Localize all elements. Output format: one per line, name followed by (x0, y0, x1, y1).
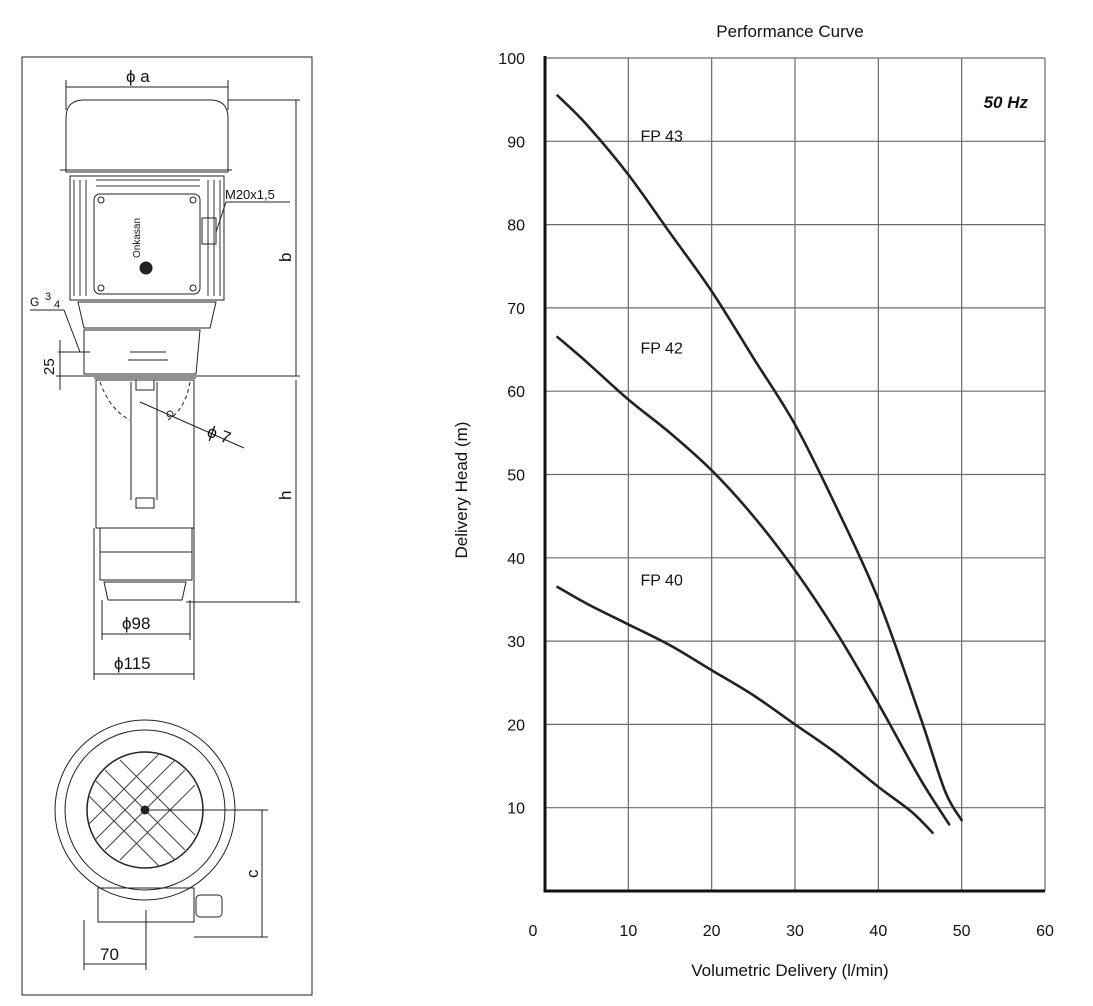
x-axis-label: Volumetric Delivery (l/min) (691, 961, 888, 980)
leader-line (63, 309, 81, 353)
screw-icon (97, 196, 105, 204)
x-tick-label: 20 (703, 923, 721, 940)
motor-flange (77, 301, 217, 329)
y-tick-label: 80 (507, 218, 525, 235)
hidden-line (99, 381, 131, 421)
hidden-line (167, 381, 191, 421)
x-tick-label: 0 (529, 923, 538, 940)
dim-label-g: G (30, 295, 39, 309)
shaft-collar (135, 497, 155, 509)
leader-line (215, 201, 227, 233)
series-line-fp-40 (556, 585, 934, 834)
screw-icon (97, 284, 105, 292)
chart-title: Performance Curve (716, 22, 863, 41)
screw-icon (189, 284, 197, 292)
dim-label-phi-a: ϕ a (126, 67, 150, 86)
impeller-housing (99, 527, 193, 581)
drawing-frame (21, 56, 313, 996)
shaft-collar (135, 379, 155, 391)
series-label-fp-42: FP 42 (640, 341, 683, 358)
series-line-fp-42 (556, 335, 951, 826)
dim-label-phi115: ϕ115 (114, 654, 151, 673)
dim-label-phi98: ϕ98 (122, 614, 150, 633)
performance-chart: Performance Curve 0 10 20 30 40 50 60 10 20 30 40… (452, 22, 1054, 980)
x-tick-label: 60 (1036, 923, 1054, 940)
x-tick-label: 30 (786, 923, 804, 940)
pump-dimension-drawing: Onkasan (21, 56, 313, 996)
x-tick-label: 40 (869, 923, 887, 940)
leader-line (139, 401, 245, 449)
brand-label: Onkasan (132, 218, 143, 258)
chart-grid (545, 57, 1046, 891)
motor-fins (73, 179, 221, 296)
x-tick-labels: 0 10 20 30 40 50 60 (529, 923, 1054, 940)
brand-logo-icon (139, 261, 153, 275)
pump-column (95, 379, 195, 529)
terminal-box (93, 193, 201, 295)
motor-fan-cover (65, 99, 229, 173)
hole-marker-icon (166, 410, 174, 418)
dim-label-70: 70 (100, 945, 119, 964)
dim-label-phi7: ϕ 7 (205, 422, 234, 448)
motor-body (69, 175, 225, 301)
fan-grille-pattern (87, 752, 196, 868)
chart-axes (543, 56, 1045, 893)
y-axis-label: Delivery Head (m) (452, 422, 471, 559)
pump-head (83, 329, 201, 375)
x-tick-label: 50 (953, 923, 971, 940)
y-tick-label: 40 (507, 551, 525, 568)
series-label-fp-43: FP 43 (640, 128, 683, 145)
suction-inlet (103, 581, 187, 601)
dim-label-h: h (276, 491, 295, 500)
y-tick-label: 90 (507, 134, 525, 151)
y-tick-label: 10 (507, 801, 525, 818)
series-label-fp-40: FP 40 (640, 572, 683, 589)
screw-icon (189, 196, 197, 204)
dim-label-b: b (276, 253, 295, 262)
dim-label-g-den: 4 (54, 299, 60, 311)
dim-label-25: 25 (41, 358, 58, 375)
y-tick-label: 20 (507, 717, 525, 734)
y-tick-label: 60 (507, 384, 525, 401)
dim-label-m20: M20x1,5 (225, 187, 275, 202)
series-line-fp-43 (556, 94, 963, 822)
cable-gland-top-view (195, 894, 223, 918)
dim-label-c: c (243, 869, 262, 878)
frequency-annotation: 50 Hz (984, 93, 1029, 112)
chart-series: FP 43 FP 42 FP 40 (556, 94, 963, 834)
fan-hub-icon (140, 805, 150, 815)
y-tick-label: 30 (507, 634, 525, 651)
y-tick-labels: 10 20 30 40 50 60 70 80 90 100 (498, 51, 525, 818)
y-tick-label: 70 (507, 301, 525, 318)
x-tick-label: 10 (619, 923, 637, 940)
y-tick-label: 50 (507, 468, 525, 485)
y-tick-label: 100 (498, 51, 525, 68)
dim-label-g-num: 3 (45, 291, 51, 303)
